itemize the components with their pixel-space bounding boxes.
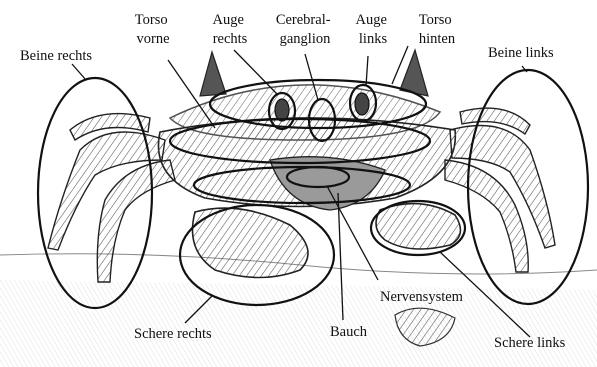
label-schere-links: Schere links	[494, 335, 566, 351]
spine-left	[200, 52, 226, 96]
leader-beine-rechts	[72, 64, 86, 80]
crab-illustration	[0, 50, 597, 367]
label-torso-vorne: Torso vorne	[135, 12, 171, 47]
label-auge-rechts: Auge rechts	[212, 12, 247, 47]
claw-right-shape	[193, 208, 309, 277]
ground-shading	[0, 280, 597, 367]
label-schere-rechts: Schere rechts	[134, 326, 212, 342]
label-torso-hinten: Torso hinten	[419, 12, 456, 47]
legs-left-shapes	[445, 108, 555, 272]
legs-right-shapes	[48, 114, 175, 282]
label-nervensystem: Nervensystem	[380, 289, 464, 305]
label-auge-links: Auge links	[355, 12, 390, 47]
claw-left-shape	[376, 204, 460, 249]
label-beine-rechts: Beine rechts	[20, 48, 92, 64]
label-bauch: Bauch	[330, 324, 368, 340]
label-cerebralganglion: Cerebral- ganglion	[276, 12, 334, 47]
label-beine-links: Beine links	[488, 45, 554, 61]
eye-right-shape	[275, 99, 289, 121]
eye-left-shape	[355, 93, 369, 115]
